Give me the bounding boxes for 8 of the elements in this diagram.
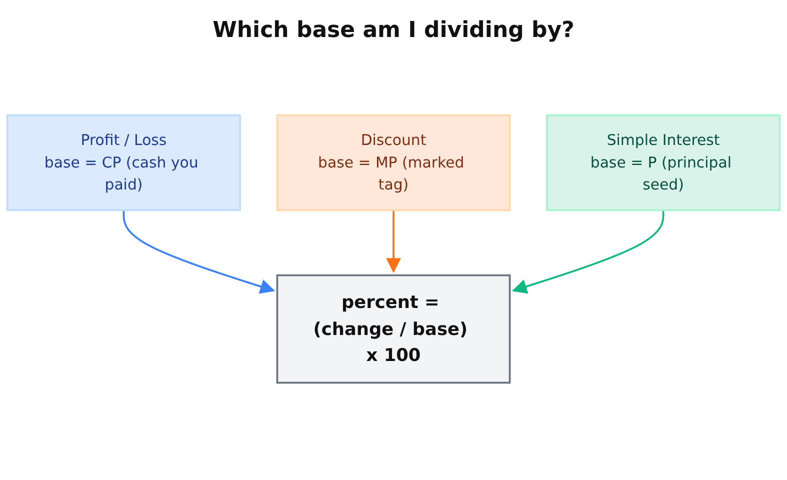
node-box: percent = (change / base) x 100 <box>276 274 511 384</box>
node-box: Discount base = MP (marked tag) <box>276 114 511 212</box>
node-box: Profit / Loss base = CP (cash you paid) <box>6 114 241 212</box>
node-box: Simple Interest base = P (principal seed) <box>546 114 780 212</box>
diagram-title: Which base am I dividing by? <box>212 18 576 43</box>
arrow <box>512 210 664 294</box>
arrow <box>386 210 401 274</box>
arrow <box>122 210 276 294</box>
